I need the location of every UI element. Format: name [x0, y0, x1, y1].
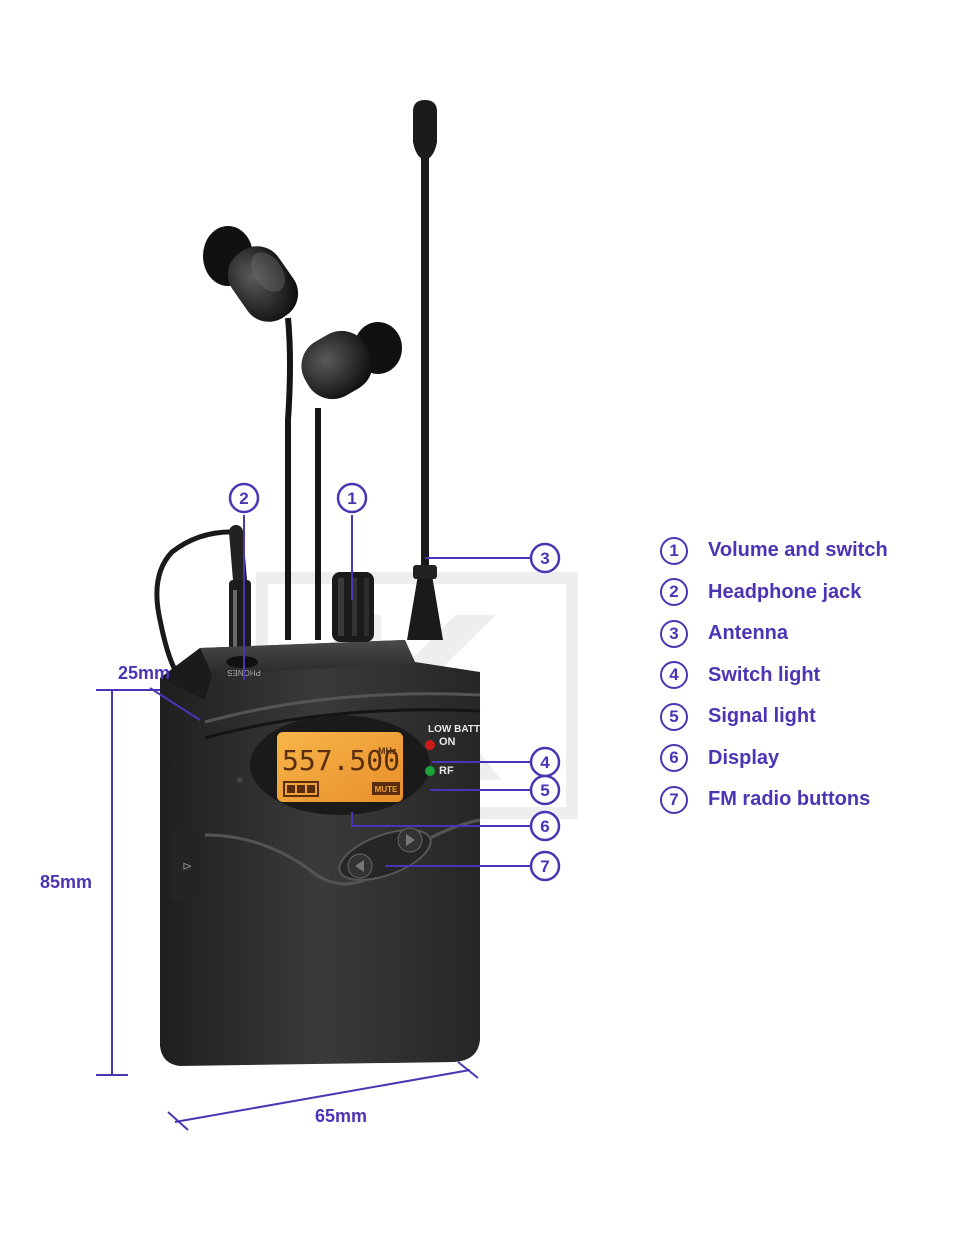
earbud-left	[203, 226, 299, 322]
height-label: 85mm	[40, 872, 92, 892]
switch-led	[425, 740, 435, 750]
svg-text:4: 4	[540, 753, 550, 772]
svg-text:7: 7	[540, 857, 549, 876]
fm-buttons	[338, 827, 432, 881]
legend-number: 3	[660, 619, 688, 648]
callout-lines	[243, 515, 530, 867]
legend-text: FM radio buttons	[708, 788, 871, 811]
legend-text: Volume and switch	[708, 539, 888, 562]
callout-2: 2	[228, 482, 260, 514]
low-batt-label: LOW BATT	[428, 724, 480, 735]
legend-number: 2	[660, 578, 688, 607]
earbud-right	[301, 322, 402, 400]
legend-number: 6	[660, 744, 688, 773]
rf-label: RF	[439, 765, 454, 777]
mic-hole	[237, 777, 243, 783]
legend-text: Switch light	[708, 663, 821, 686]
svg-text:3: 3	[540, 549, 549, 568]
earphones	[203, 226, 402, 640]
dimension-lines	[96, 687, 479, 1131]
display-frequency: 557.500	[282, 744, 400, 777]
svg-text:6: 6	[540, 817, 549, 836]
antenna	[407, 100, 443, 640]
legend-item: 4 Switch light	[660, 655, 950, 697]
legend-item: 2 Headphone jack	[660, 572, 950, 614]
legend-text: Antenna	[708, 622, 788, 645]
legend-text: Headphone jack	[708, 580, 862, 603]
legend: 1 Volume and switch 2 Headphone jack 3 A…	[660, 530, 950, 821]
legend-number: 4	[660, 661, 688, 690]
callout-3: 3	[529, 542, 561, 574]
svg-text:2: 2	[239, 489, 248, 508]
legend-item: 1 Volume and switch	[660, 530, 950, 572]
legend-text: Signal light	[708, 705, 816, 728]
display-unit: MHz	[378, 746, 397, 756]
svg-text:1: 1	[347, 489, 356, 508]
legend-number: 5	[660, 702, 688, 731]
rf-led	[425, 766, 435, 776]
width-label: 65mm	[315, 1106, 367, 1126]
callout-7: 7	[529, 850, 561, 882]
callout-1: 1	[336, 482, 368, 514]
depth-label: 25mm	[118, 663, 170, 683]
callout-5: 5	[529, 774, 561, 806]
svg-text:5: 5	[540, 781, 549, 800]
callout-6: 6	[529, 810, 561, 842]
legend-number: 7	[660, 785, 688, 814]
lcd-display: 557.500 MHz MUTE	[250, 715, 430, 815]
callouts: 1 2 3 4 5 6 7	[228, 482, 561, 882]
battery-door-symbol: ⊳	[182, 859, 192, 873]
volume-knob	[332, 572, 374, 642]
legend-text: Display	[708, 746, 780, 769]
phones-jack	[226, 656, 258, 668]
receiver-device: ⊳ PHONES 557.500 MHz MUTE LOW BATT	[160, 572, 481, 1066]
legend-item: 6 Display	[660, 738, 950, 780]
display-mute: MUTE	[375, 785, 398, 794]
headphone-cable	[154, 525, 251, 677]
legend-item: 3 Antenna	[660, 613, 950, 655]
legend-item: 5 Signal light	[660, 696, 950, 738]
legend-item: 7 FM radio buttons	[660, 779, 950, 821]
legend-number: 1	[660, 536, 688, 565]
on-label: ON	[439, 736, 456, 748]
callout-4: 4	[529, 746, 561, 778]
